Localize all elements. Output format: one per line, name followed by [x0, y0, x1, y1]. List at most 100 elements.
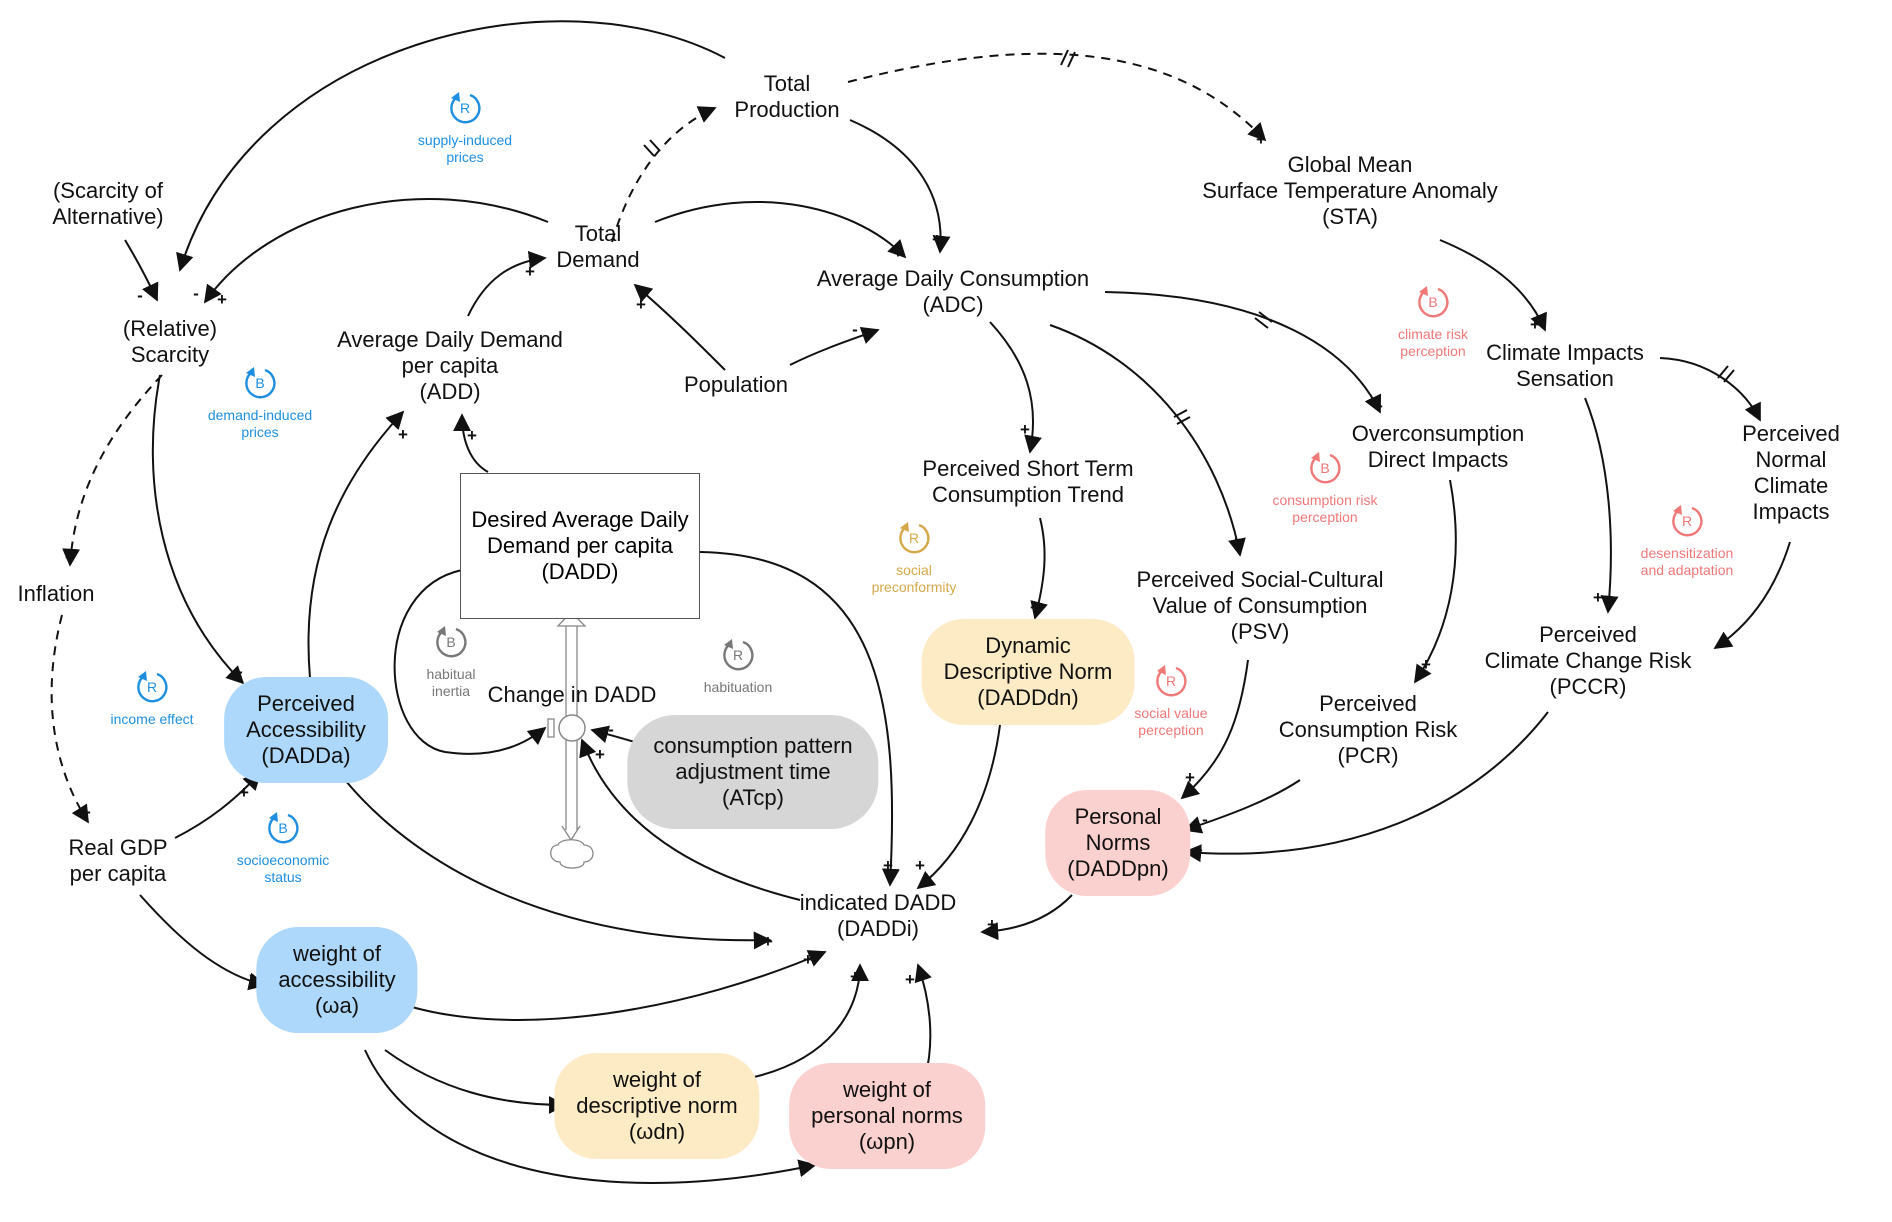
positive-polarity-sign: +: [217, 290, 227, 309]
loop-habitual-icon: B: [431, 622, 471, 662]
positive-polarity-sign: +: [1750, 403, 1760, 422]
loop-climate_risk-icon: B: [1413, 282, 1453, 322]
loop-social_value-label: social value perception: [1134, 705, 1208, 738]
node-total-production: Total Production: [734, 71, 840, 122]
link-population-to-demand: [633, 283, 726, 371]
link-personal-to-daddi: [980, 894, 1073, 941]
link-weight-a-to-daddi: [404, 950, 827, 1021]
loop-desensitization-label: desensitization and adaptation: [1640, 545, 1734, 578]
node-adc: Average Daily Consumption (ADC): [816, 266, 1090, 317]
negative-polarity-sign: -: [803, 1160, 809, 1179]
node-inflation: Inflation: [17, 581, 95, 606]
positive-polarity-sign: +: [65, 548, 75, 567]
link-shortterm-to-dadddn: [1030, 517, 1048, 620]
loop-habituation-letter: R: [732, 647, 744, 663]
link-dadddn-to-daddi: [916, 724, 1001, 890]
negative-polarity-sign: -: [237, 662, 243, 681]
loop-desensitization-letter: R: [1681, 513, 1693, 529]
link-pccr-to-personal: [1183, 711, 1549, 863]
negative-polarity-sign: -: [1725, 633, 1731, 652]
positive-polarity-sign: +: [883, 856, 893, 875]
link-gdp-to-dadda: [174, 771, 262, 839]
loop-habitual-letter: B: [446, 634, 456, 650]
negative-polarity-sign: -: [249, 965, 255, 984]
loop-consumption_risk-icon: B: [1305, 448, 1345, 488]
node-weight-descriptive-norm: weight of descriptive norm (ωdn): [554, 1053, 760, 1159]
loop-demand-icon: B: [240, 363, 280, 403]
negative-polarity-sign: -: [137, 286, 143, 305]
positive-polarity-sign: +: [467, 426, 477, 445]
link-population-to-adc: [789, 326, 880, 366]
link-dadda-to-add: [307, 410, 405, 679]
loop-demand-letter: B: [255, 375, 265, 391]
link-adc-to-psv: [1049, 324, 1246, 557]
link-sensation-to-normal: [1659, 357, 1761, 422]
link-dadd-to-change: [393, 569, 547, 755]
loop-socio-letter: B: [278, 820, 288, 836]
loop-supply-letter: R: [459, 100, 471, 116]
loop-preconformity-letter: R: [908, 530, 920, 546]
node-global-mean-sta: Global Mean Surface Temperature Anomaly …: [1202, 152, 1498, 229]
node-add: Average Daily Demand per capita (ADD): [337, 327, 563, 404]
positive-polarity-sign: +: [932, 230, 942, 249]
flow-pipe: [547, 611, 594, 869]
link-production-to-scarcity: [176, 20, 726, 272]
link-demand-to-scarcity: [203, 198, 549, 304]
link-weight-dn-to-daddi: [749, 963, 869, 1079]
negative-polarity-sign: -: [1197, 840, 1203, 859]
link-psv-to-personal: [1180, 659, 1249, 800]
node-change-in-dadd: Change in DADD: [487, 682, 657, 707]
link-dadd-to-add: [453, 413, 489, 473]
loop-habituation-label: habituation: [703, 679, 773, 695]
link-daddi-to-change: [579, 738, 801, 901]
positive-polarity-sign: +: [525, 262, 535, 281]
link-sta-to-sensation: [1439, 239, 1547, 332]
loop-supply-label: supply-induced prices: [417, 132, 513, 165]
loop-socio-icon: B: [263, 808, 303, 848]
node-total-demand: Total Demand: [556, 221, 640, 272]
loop-climate_risk-letter: B: [1428, 294, 1438, 310]
loop-demand-label: demand-induced prices: [207, 407, 313, 440]
node-pcr: Perceived Consumption Risk (PCR): [1278, 691, 1458, 768]
positive-polarity-sign: +: [1530, 315, 1540, 334]
positive-polarity-sign: +: [850, 967, 860, 986]
positive-polarity-sign: +: [763, 932, 773, 951]
positive-polarity-sign: +: [636, 295, 646, 314]
positive-polarity-sign: +: [893, 243, 903, 262]
link-weight-a-to-weight-dn: [384, 1049, 567, 1114]
stock-dadd: Desired Average Daily Demand per capita …: [460, 473, 700, 619]
positive-polarity-sign: +: [915, 856, 925, 875]
negative-polarity-sign: -: [193, 284, 199, 303]
negative-polarity-sign: -: [1202, 810, 1208, 829]
link-normal-to-pccr: [1713, 541, 1791, 649]
link-dadd-to-daddi: [699, 551, 900, 887]
link-add-to-demand: [467, 250, 547, 317]
link-alternative-to-scarcity: [124, 239, 159, 302]
link-adc-to-overconsumption: [1104, 291, 1382, 414]
loop-habituation-icon: R: [718, 635, 758, 675]
node-overconsumption: Overconsumption Direct Impacts: [1351, 421, 1525, 472]
negative-polarity-sign: -: [529, 722, 535, 741]
loop-habitual-label: habitual inertia: [426, 666, 476, 699]
negative-polarity-sign: -: [852, 320, 858, 339]
link-inflation-to-gdp: [50, 614, 89, 824]
link-adc-to-shortterm: [989, 321, 1042, 454]
negative-polarity-sign: -: [85, 802, 91, 821]
loop-income-label: income effect: [110, 711, 194, 727]
link-scarcity-to-dadda: [151, 374, 245, 685]
delay-marks: [643, 49, 1735, 425]
node-weight-personal-norms: weight of personal norms (ωpn): [789, 1063, 985, 1169]
node-population: Population: [684, 372, 788, 397]
loop-preconformity-icon: R: [894, 518, 934, 558]
loop-income-icon: R: [132, 667, 172, 707]
node-atcp: consumption pattern adjustment time (ATc…: [627, 715, 879, 829]
loop-consumption_risk-letter: B: [1320, 460, 1330, 476]
node-scarcity-of-alternative: (Scarcity of Alternative): [52, 178, 164, 229]
node-psv: Perceived Social-Cultural Value of Consu…: [1136, 567, 1384, 644]
node-dadddn: Dynamic Descriptive Norm (DADDdn): [921, 619, 1135, 725]
positive-polarity-sign: +: [1593, 588, 1603, 607]
link-dadda-to-daddi: [344, 779, 772, 950]
positive-polarity-sign: +: [1256, 130, 1266, 149]
